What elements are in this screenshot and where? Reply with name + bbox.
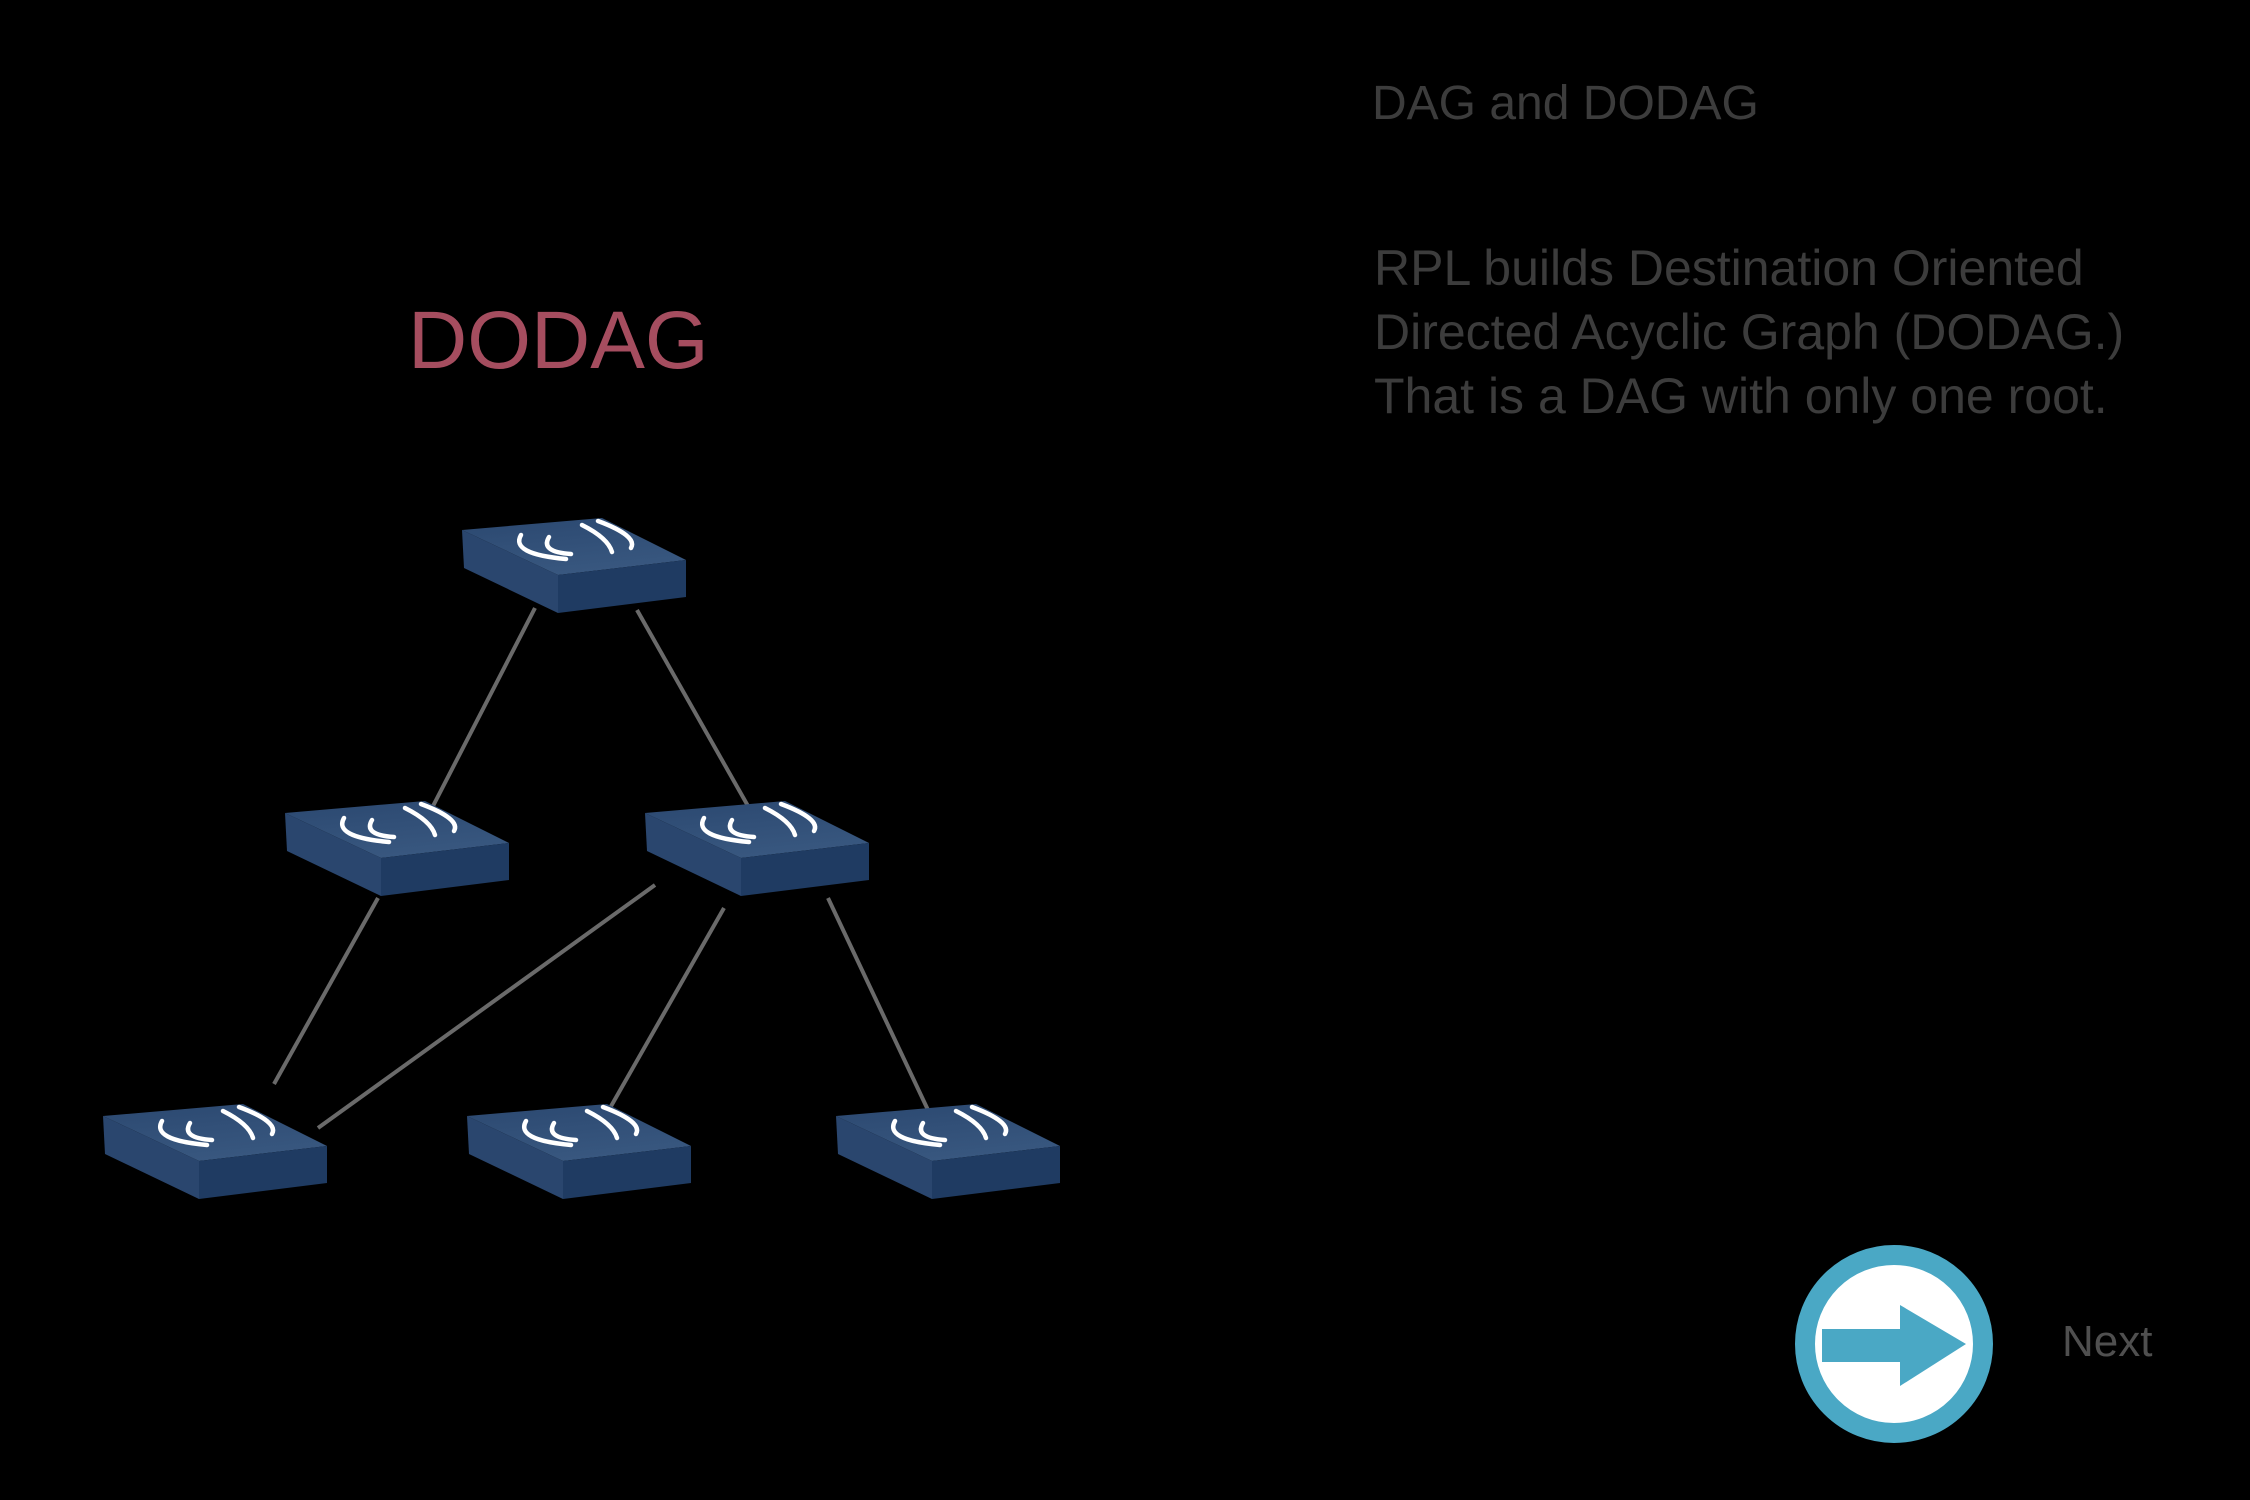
node-mid-left xyxy=(285,801,509,896)
body-line-1: RPL builds Destination Oriented xyxy=(1374,240,2084,296)
edge-mid-right-leaf-right xyxy=(826,897,930,1111)
arrow-right-icon xyxy=(1822,1305,1966,1386)
body-line-2: Directed Acyclic Graph (DODAG.) xyxy=(1374,304,2125,360)
node-leaf-left xyxy=(103,1104,327,1199)
diagram-title: DODAG xyxy=(408,295,709,386)
node-leaf-center xyxy=(467,1104,691,1199)
node-root xyxy=(462,518,686,613)
node-mid-right xyxy=(645,801,869,896)
edge-mid-right-leaf-left xyxy=(316,883,657,1130)
next-button[interactable] xyxy=(1793,1243,1995,1445)
edge-root-mid-right xyxy=(635,609,750,807)
edge-mid-right-leaf-center xyxy=(608,907,726,1109)
edge-mid-left-leaf-left xyxy=(272,897,380,1085)
edges-group xyxy=(272,607,930,1130)
next-button-label[interactable]: Next xyxy=(2062,1317,2153,1366)
nodes-group xyxy=(103,518,1060,1199)
edge-root-mid-left xyxy=(430,607,537,809)
panel-body: RPL builds Destination Oriented Directed… xyxy=(1374,236,2124,428)
body-line-3: That is a DAG with only one root. xyxy=(1374,368,2108,424)
panel-heading: DAG and DODAG xyxy=(1372,77,1759,130)
node-leaf-right xyxy=(836,1104,1060,1199)
